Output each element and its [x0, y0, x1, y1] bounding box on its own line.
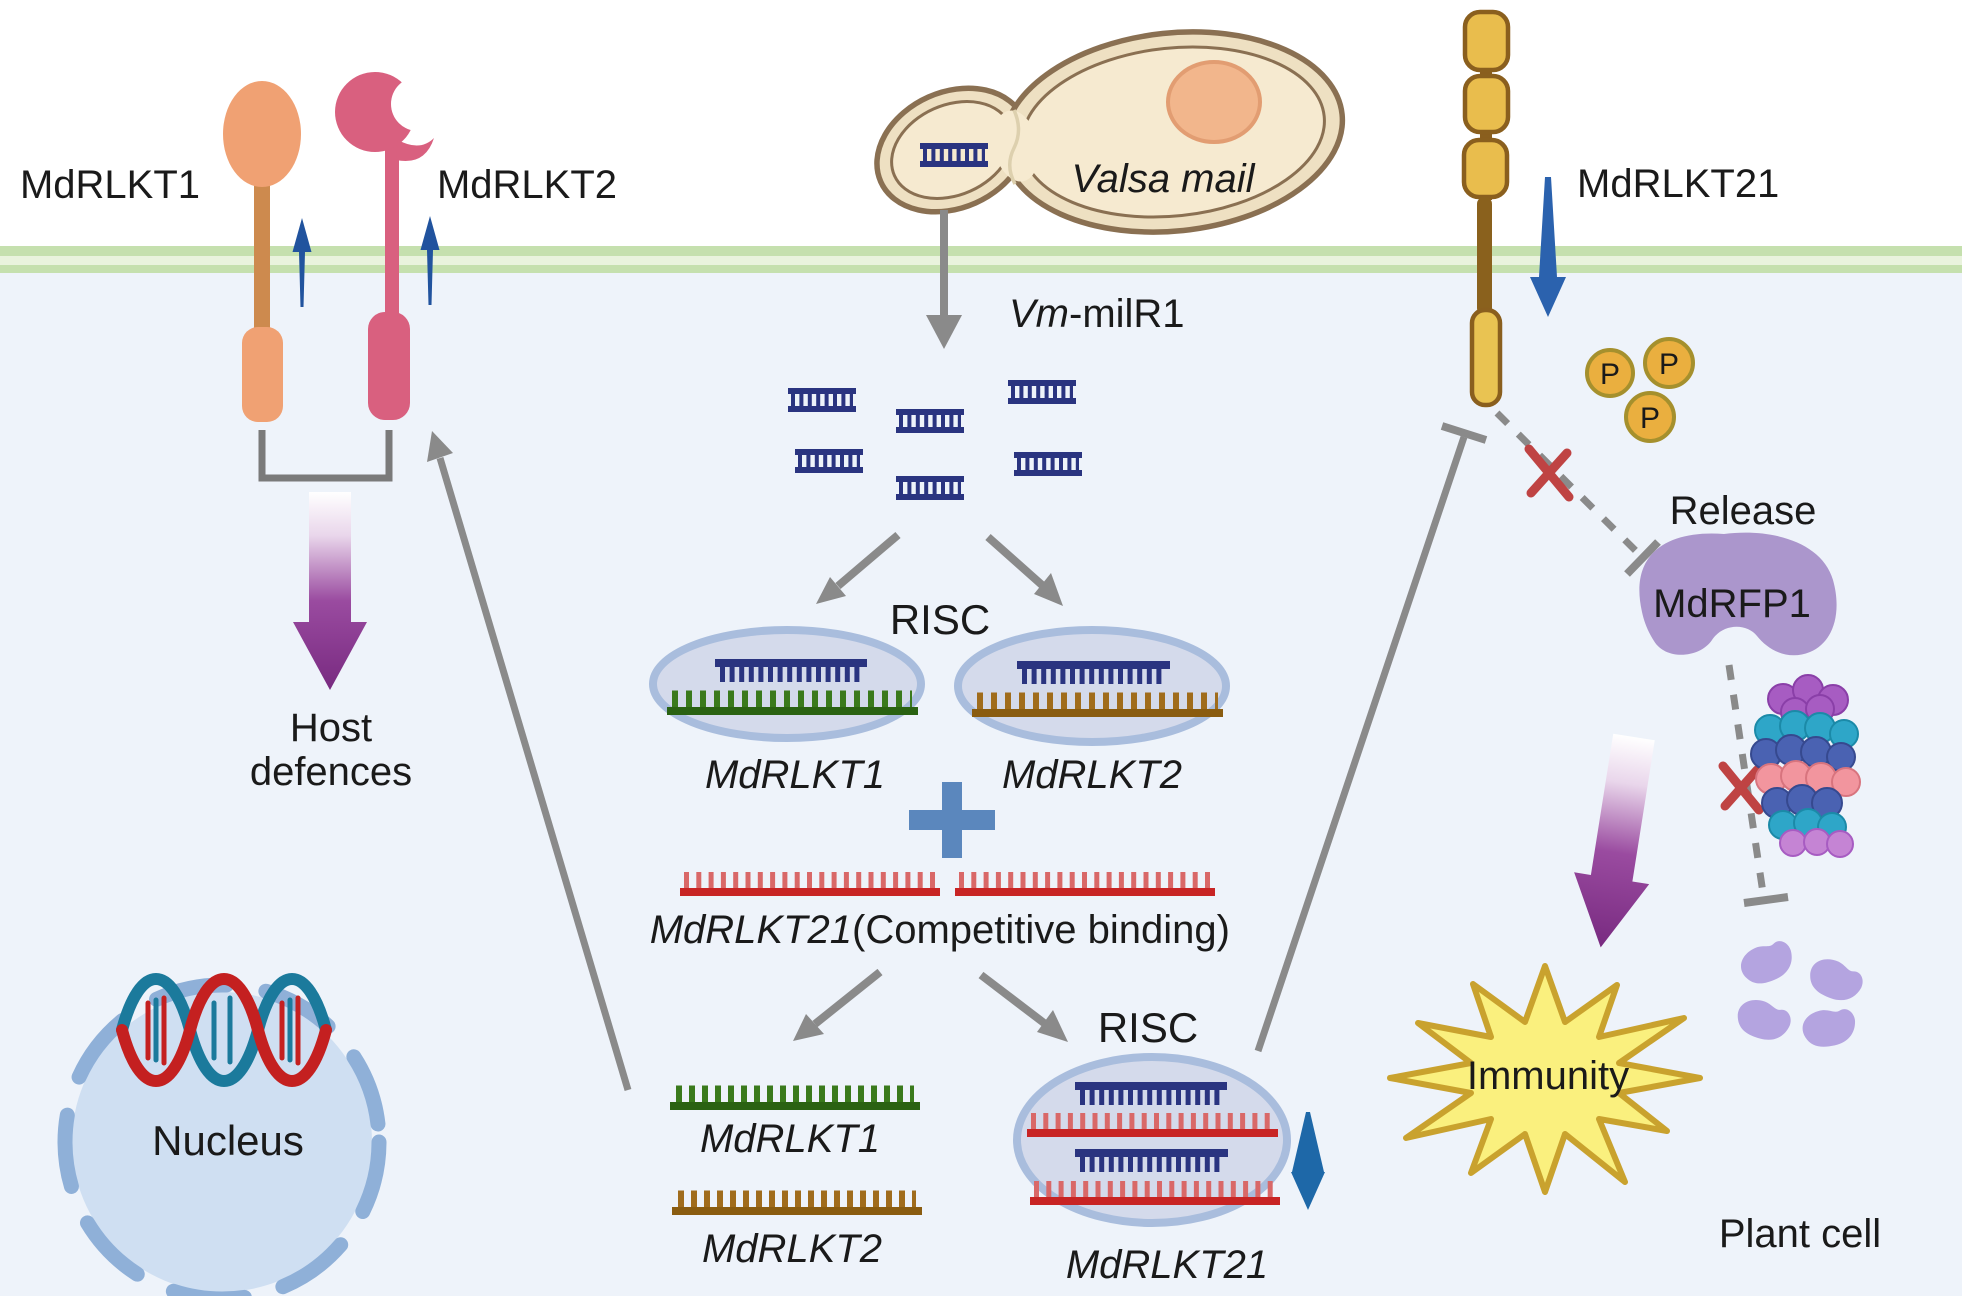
risc-bottom-label: RISC — [1098, 1004, 1198, 1051]
host-defences-arrow — [293, 492, 367, 690]
receptor21-label: MdRLKT21 — [1577, 162, 1779, 206]
mdrfp1-protein — [1639, 532, 1837, 656]
upregulation-arrow-2 — [420, 216, 440, 305]
receptor21-down-arrow — [1530, 177, 1566, 317]
freed-mdrlkt2-mrna — [672, 1190, 922, 1215]
risc-top-label: RISC — [890, 596, 990, 643]
fungal-nucleus — [1166, 60, 1262, 144]
plus-icon — [909, 782, 995, 858]
svg-text:P: P — [1600, 358, 1620, 391]
freed-gene1-label: MdRLKT1 — [700, 1117, 880, 1161]
release-arrow-left — [793, 968, 883, 1041]
blocked-path-to-proteins — [1725, 664, 1789, 907]
receptor1-label: MdRLKT1 — [20, 163, 200, 207]
competitive-binding-label: MdRLKT21 (Competitive binding) — [650, 908, 1230, 952]
plant-cell-label: Plant cell — [1719, 1212, 1881, 1256]
blocked-cross-2 — [1718, 761, 1764, 815]
nucleus-label: Nucleus — [152, 1117, 304, 1164]
freed-gene2-label: MdRLKT2 — [702, 1227, 882, 1271]
immunity-star — [1387, 963, 1703, 1195]
milrna-label: Vm -milR1 — [1009, 292, 1185, 336]
svg-text:Vm: Vm — [1009, 292, 1069, 336]
risc-loading-arrow-right — [985, 534, 1063, 606]
immunity-label: Immunity — [1467, 1054, 1629, 1098]
receptor-mdrlkt1 — [223, 81, 301, 422]
risc-left-gene-label: MdRLKT1 — [705, 753, 885, 797]
dna-helix — [116, 973, 332, 1087]
binding-arrow-right — [978, 971, 1068, 1042]
valsa-mali-cell — [874, 29, 1346, 235]
upregulation-arrow-1 — [292, 218, 312, 307]
svg-text:P: P — [1640, 402, 1660, 435]
svg-text:(Competitive binding): (Competitive binding) — [852, 908, 1230, 952]
downregulation-arrow — [1291, 1112, 1325, 1210]
blocked-cross-1 — [1524, 444, 1574, 502]
blocked-path-to-mdrfp1 — [1494, 410, 1661, 577]
risc-loading-arrow-left — [816, 531, 901, 604]
secretion-arrow — [926, 210, 962, 349]
immunity-arrow — [1574, 733, 1655, 948]
svg-text:-milR1: -milR1 — [1069, 292, 1185, 336]
receptor2-label: MdRLKT2 — [437, 163, 617, 207]
freed-mdrlkt1-mrna — [670, 1085, 920, 1110]
feedback-arrow-to-receptors — [427, 431, 632, 1091]
phosphate-group: P P P — [1585, 337, 1695, 443]
risc-complex-mdrlkt21 — [1013, 1053, 1291, 1227]
release-label: Release — [1670, 489, 1817, 533]
protein-complex — [1750, 674, 1861, 858]
host-defences-label-line1: Host — [290, 706, 372, 750]
inhibition-line-to-receptor21 — [1254, 422, 1488, 1053]
svg-text:MdRLKT21: MdRLKT21 — [650, 908, 852, 952]
svg-text:P: P — [1659, 348, 1679, 381]
host-defences-label-line2: defences — [250, 750, 412, 794]
receptor-mdrlkt2 — [335, 72, 445, 420]
risc-right-gene-label: MdRLKT2 — [1002, 753, 1182, 797]
receptor-mdrlkt21 — [1461, 9, 1511, 408]
risc-bottom-gene-label: MdRLKT21 — [1066, 1243, 1268, 1287]
plasma-membrane — [0, 246, 1962, 273]
fungus-label: Valsa mail — [1071, 157, 1255, 201]
mdrfp1-label: MdRFP1 — [1653, 582, 1811, 626]
risc-complex-mdrlkt2 — [954, 626, 1230, 746]
risc-complex-mdrlkt1 — [649, 626, 925, 742]
mdrlkt21-mrna-pair — [680, 872, 1215, 896]
receptor-pair-bracket — [258, 430, 393, 482]
